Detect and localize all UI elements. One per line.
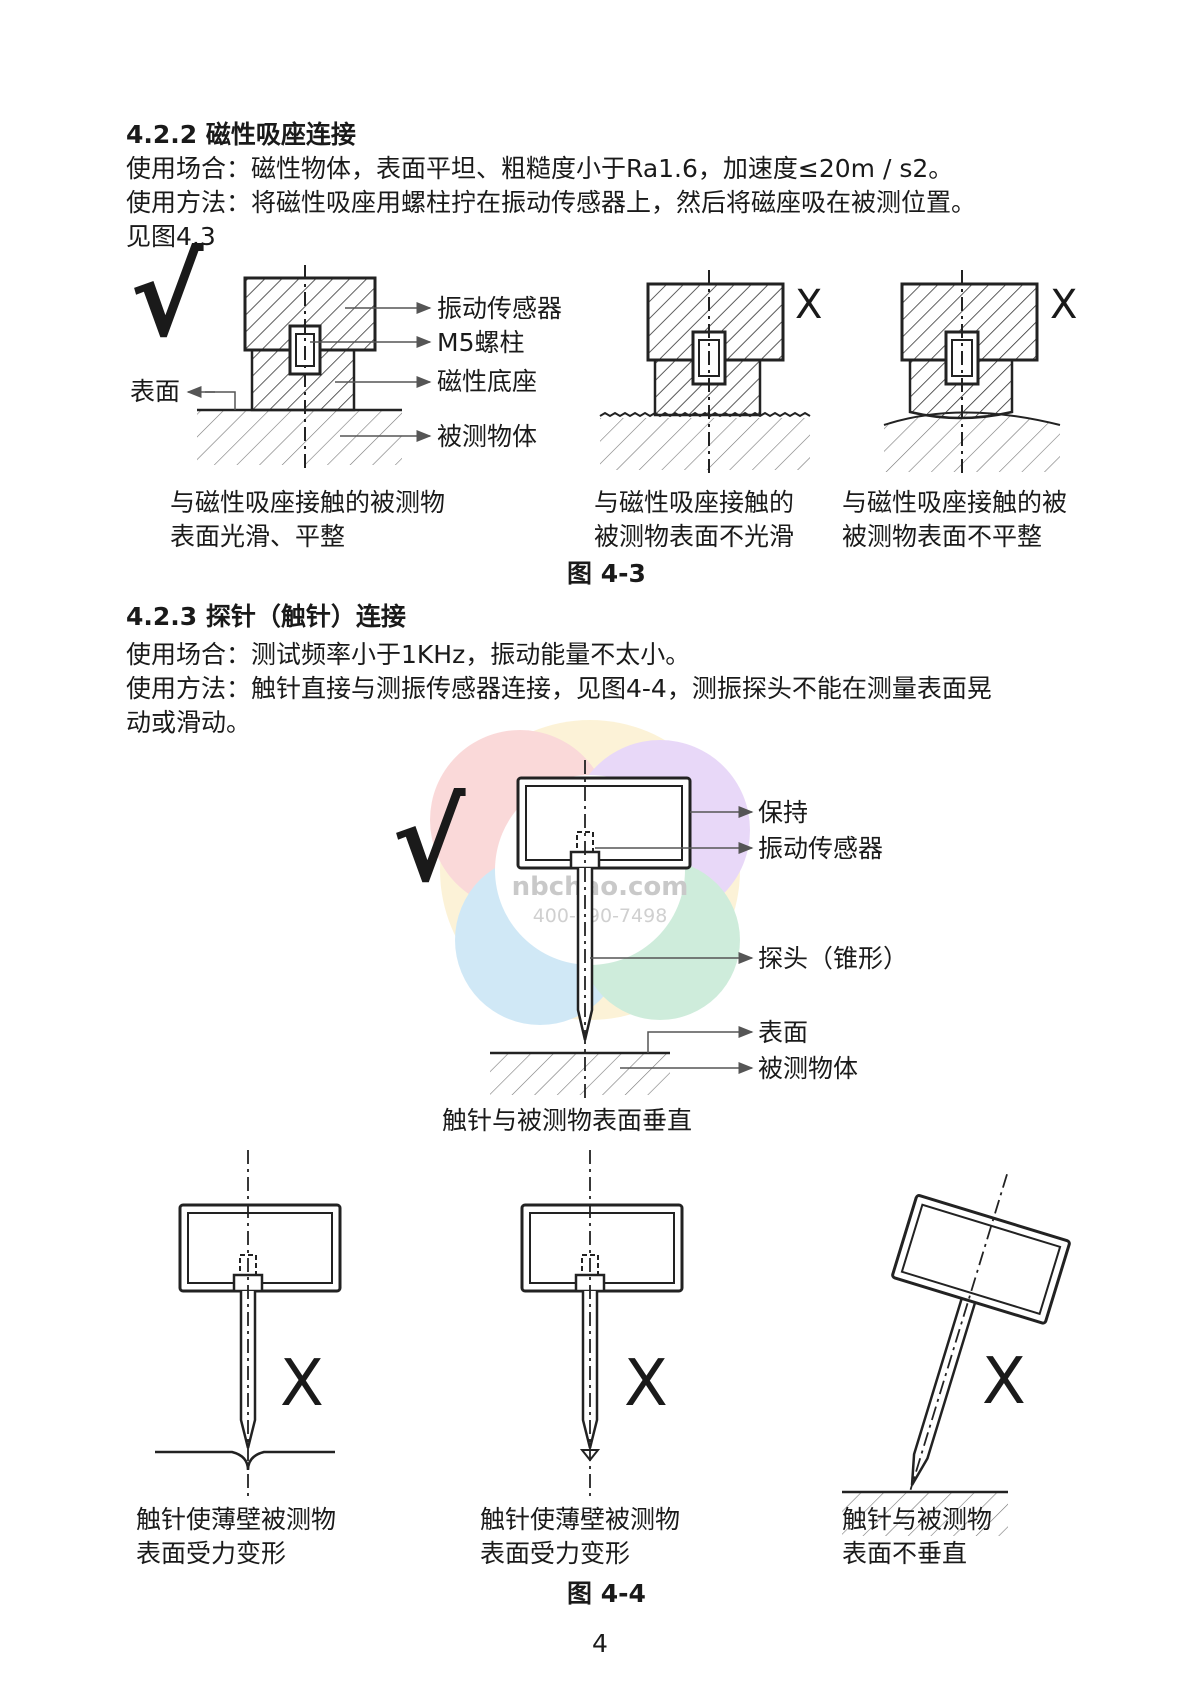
cross-mark-icon: X [1050,282,1077,328]
magnetic-mount-rough-diagram [599,270,811,475]
caption-perpendicular: 触针与被测物表面垂直 [442,1106,693,1135]
cross-mark-icon: X [795,282,822,328]
caption-rough-line2: 被测物表面不光滑 [594,522,795,551]
section-422-heading: 4.2.2 磁性吸座连接 [126,120,356,149]
label-measured-object: 被测物体 [437,422,537,451]
probe-thin-wall-deform-diagram-b [520,1150,684,1500]
caption-thin-wall-b-line1: 触针使薄壁被测物 [480,1505,681,1534]
caption-ok-line2: 表面光滑、平整 [170,522,346,551]
watermark-line1: nbchao.com [512,872,689,902]
figure-4-3-title: 图 4-3 [567,559,646,588]
figure-4-3: √ 振动传感器 M5螺柱 磁性底座 被测物体 表面 X X [130,233,1077,475]
section-423-usage: 使用场合：测试频率小于1KHz，振动能量不太小。 [126,640,691,669]
watermark-line2: 400-690-7498 [533,905,668,927]
label-magnetic-base: 磁性底座 [437,367,537,396]
page-number: 4 [592,1629,608,1658]
label-m5-stud: M5螺柱 [437,328,524,357]
cross-mark-icon: X [280,1347,324,1421]
caption-ok-line1: 与磁性吸座接触的被测物 [170,488,446,517]
magnetic-mount-ok-diagram [197,265,402,470]
caption-not-perpendicular-line2: 表面不垂直 [842,1539,968,1568]
label-probe-cone: 探头（锥形） [758,944,908,973]
probe-thin-wall-deform-diagram-a [155,1150,342,1500]
probe-perpendicular-diagram [490,760,692,1100]
caption-not-perpendicular-line1: 触针与被测物 [842,1505,993,1534]
caption-thin-wall-b-line2: 表面受力变形 [480,1539,631,1568]
probe-not-perpendicular-diagram [842,1173,1071,1536]
section-422-see-figure: 见图4.3 [126,222,216,251]
caption-thin-wall-a-line1: 触针使薄壁被测物 [136,1505,337,1534]
cross-mark-icon: X [624,1347,668,1421]
label-surface: 表面 [758,1018,808,1047]
magnetic-mount-uneven-diagram [883,270,1061,475]
label-vibration-sensor: 振动传感器 [437,294,562,323]
label-vibration-sensor: 振动传感器 [758,834,883,863]
cross-mark-icon: X [982,1345,1026,1419]
caption-thin-wall-a-line2: 表面受力变形 [136,1539,287,1568]
section-423-heading: 4.2.3 探针（触针）连接 [126,602,406,631]
check-mark-icon: √ [392,778,466,906]
label-surface: 表面 [130,377,180,406]
label-measured-object: 被测物体 [758,1054,858,1083]
section-422-usage: 使用场合：磁性物体，表面平坦、粗糙度小于Ra1.6，加速度≤20m / s2。 [126,154,954,183]
section-422-method: 使用方法：将磁性吸座用螺柱拧在振动传感器上，然后将磁座吸在被测位置。 [126,188,977,217]
section-423-method-line1: 使用方法：触针直接与测振传感器连接，见图4-4，测振探头不能在测量表面晃 [126,674,992,703]
label-hold: 保持 [758,798,808,827]
check-mark-icon: √ [130,233,204,361]
figure-4-4-title: 图 4-4 [567,1579,646,1608]
caption-rough-line1: 与磁性吸座接触的 [594,488,795,517]
caption-uneven-line2: 被测物表面不平整 [842,522,1043,551]
section-423-method-line2: 动或滑动。 [126,708,252,737]
caption-uneven-line1: 与磁性吸座接触的被 [842,488,1068,517]
